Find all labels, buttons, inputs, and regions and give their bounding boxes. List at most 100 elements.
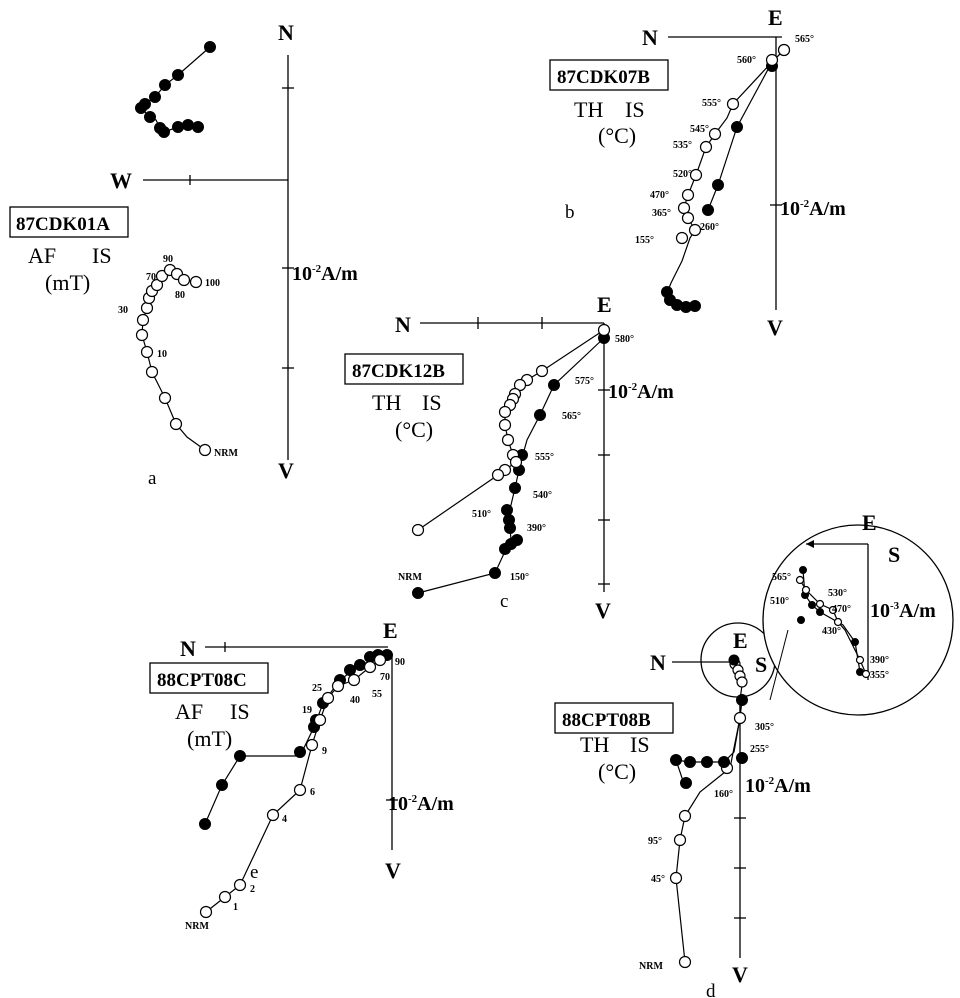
panel-a-step-label: NRM [214, 448, 238, 459]
panel-d-inset-circle [762, 524, 954, 716]
panel-a-specimen-id: 87CDK01A [16, 214, 110, 235]
panel-e-point [305, 738, 319, 752]
panel-e-point [234, 750, 246, 762]
panel-d-point [680, 777, 692, 789]
panel-c-point [498, 405, 512, 419]
panel-e-point [331, 679, 345, 693]
panel-a-step-label: 80 [175, 290, 185, 301]
panel-a-point [136, 313, 150, 327]
panel-e-axis-top-label: E [383, 618, 398, 643]
panel-d-unit: (°C) [598, 759, 636, 784]
panel-b-point [689, 168, 703, 182]
panel-d-inset-point [833, 617, 843, 627]
panel-c-point [501, 433, 515, 447]
panel-a-method: AF [28, 243, 56, 268]
panel-d-step-label: 160° [714, 789, 733, 800]
panel-d-inset-point [799, 566, 807, 574]
panel-e-step-label: 9 [322, 746, 327, 757]
panel-e-step-label: 6 [310, 787, 315, 798]
panel-a-point [204, 41, 216, 53]
panel-c-point [548, 379, 560, 391]
panel-a-step-label: 10 [157, 349, 167, 360]
panel-e-point [373, 653, 387, 667]
panel-e-point [199, 818, 211, 830]
panel-a-axis-top-label: N [278, 20, 294, 45]
panel-a-step-label: 100 [205, 278, 220, 289]
panel-e-axis-left-label: N [180, 636, 196, 661]
panel-d-inset-point [795, 575, 805, 585]
panel-e-step-label: 19 [302, 705, 312, 716]
panel-d-inset-step-label: 430° [822, 626, 841, 637]
panel-a-axis-bottom-label: V [278, 458, 294, 483]
panel-d-inset-axis-right-label: S [888, 542, 900, 567]
panel-e-point [354, 659, 366, 671]
panel-a-point [177, 273, 191, 287]
panel-e-point [216, 779, 228, 791]
panel-b-specimen-box [549, 59, 669, 91]
panel-a-point [172, 121, 184, 133]
panel-d-specimen-box [554, 702, 674, 734]
panel-d-inset-arrow [806, 540, 814, 548]
panel-e-point [313, 713, 327, 727]
panel-e-specimen-box [149, 662, 269, 694]
panel-a-axis-left-label: W [110, 168, 132, 193]
panel-b-coord: IS [625, 97, 645, 122]
panel-d-step-label: 305° [755, 722, 774, 733]
panel-a-step-label: 30 [118, 305, 128, 316]
panel-a-point [140, 301, 154, 315]
panel-d-inset-point [815, 599, 825, 609]
panel-d-inset-step-label: 390° [870, 655, 889, 666]
panel-d-point [673, 833, 687, 847]
panel-b-step-label: 535° [673, 140, 692, 151]
panel-d-point [701, 756, 713, 768]
panel-d-coord: IS [630, 732, 650, 757]
panel-e-axis-bottom-label: V [385, 858, 401, 883]
panel-c-step-label: 580° [615, 334, 634, 345]
panel-c-specimen-id: 87CDK12B [352, 361, 445, 382]
panel-b-scale-value: 10-2A/m [780, 198, 846, 220]
panel-a-point [140, 345, 154, 359]
panel-c-point [498, 418, 512, 432]
panel-b-point [688, 223, 702, 237]
panel-d-inset-point [861, 669, 871, 679]
panel-d: N E S V 88CPT08B TH IS (°C) d 10-2A/m [554, 510, 954, 998]
panel-a-specimen-box [9, 206, 129, 238]
panel-d-inset-scale-value: 10-3A/m [870, 600, 936, 622]
panel-b-open-points [675, 43, 791, 245]
panel-a-point [144, 111, 156, 123]
panel-d-inset-point [855, 655, 865, 665]
panel-d-method: TH [580, 732, 609, 757]
panel-a-unit: (mT) [45, 270, 90, 295]
panel-d-step-label: NRM [639, 961, 663, 972]
panel-b-point [681, 211, 695, 225]
panel-c: N E V 87CDK12B TH IS (°C) c 10-2A/m [344, 292, 674, 623]
panel-e-point [363, 660, 377, 674]
panel-d-inset-point [797, 616, 805, 624]
panel-d-inset-point [808, 601, 816, 609]
panel-b-step-label: 560° [737, 55, 756, 66]
panel-b-point [765, 53, 779, 67]
panel-e-method: AF [175, 699, 203, 724]
panel-b-point [731, 121, 743, 133]
panel-e-step-label: 25 [312, 683, 322, 694]
panel-a-point [149, 91, 161, 103]
panel-b-step-label: 555° [702, 98, 721, 109]
panel-d-axis-bottom-label: V [732, 962, 748, 987]
panel-d-inset: E S 10-3A/m 565° 530° 510° 470° 430° 39 [762, 510, 954, 716]
panel-a-point [192, 121, 204, 133]
panel-c-step-label: NRM [398, 572, 422, 583]
panel-c-point [534, 409, 546, 421]
panel-d-inset-step-label: 530° [828, 588, 847, 599]
panel-e-step-label: 1 [233, 902, 238, 913]
panel-c-point [509, 482, 521, 494]
panel-c-point [513, 378, 527, 392]
panel-b-step-label: 520° [673, 169, 692, 180]
panel-a-point [155, 269, 169, 283]
panel-e-point [321, 691, 335, 705]
panel-d-point [669, 871, 683, 885]
panel-e-label: e [250, 862, 258, 883]
panel-b-point [677, 201, 691, 215]
panel-d-point [718, 756, 730, 768]
panel-d-point [736, 676, 748, 688]
panel-a: N W V 87CDK01A AF IS (mT) 10-2A/m [9, 20, 358, 489]
